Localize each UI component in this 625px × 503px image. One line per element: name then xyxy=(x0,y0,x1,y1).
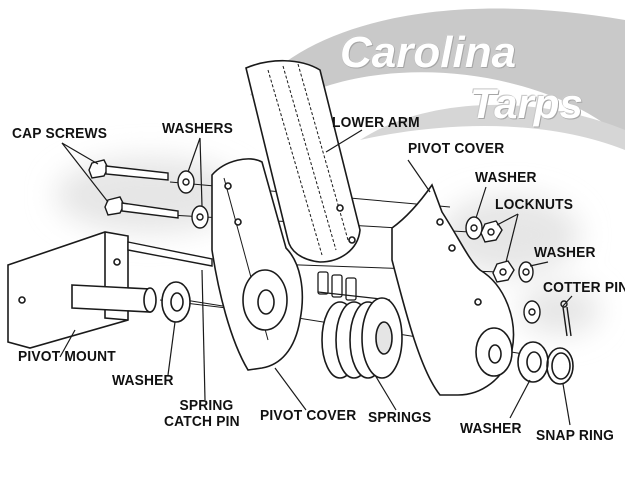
label-snap-ring: SNAP RING xyxy=(536,427,615,444)
snap-ring-part xyxy=(546,347,574,385)
lower-arm xyxy=(245,59,361,263)
label-pivot-cover-bottom: PIVOT COVER xyxy=(260,407,357,424)
label-pivot-cover-top: PIVOT COVER xyxy=(408,140,505,157)
logo-swoosh xyxy=(250,8,625,150)
logo-line-2: Tarps xyxy=(470,80,583,127)
label-lower-arm: LOWER ARM xyxy=(332,114,420,131)
logo-line-1: Carolina xyxy=(340,28,517,77)
cotter-pin-part xyxy=(560,300,572,337)
label-spring-catch-pin-line2: CATCH PIN xyxy=(164,413,240,430)
label-springs: SPRINGS xyxy=(368,409,432,426)
label-washer-left: WASHER xyxy=(112,372,174,389)
label-washer-right: WASHER xyxy=(534,244,596,261)
washer-bottom-part xyxy=(517,341,549,383)
springs-coil xyxy=(321,297,403,379)
pivot-cover-left xyxy=(211,158,304,371)
label-washers: WASHERS xyxy=(162,120,234,137)
pivot-mount xyxy=(7,231,157,349)
label-locknuts: LOCKNUTS xyxy=(495,196,574,213)
label-cotter-pin: COTTER PIN xyxy=(543,279,625,296)
locknuts-parts xyxy=(480,220,515,283)
washer-top-right xyxy=(465,216,483,240)
cap-screws xyxy=(88,159,213,267)
label-spring-catch-pin-line1: SPRING xyxy=(179,397,234,414)
washer-left xyxy=(161,281,191,323)
label-washer-top-right: WASHER xyxy=(475,169,537,186)
label-pivot-mount: PIVOT MOUNT xyxy=(18,348,116,365)
label-washer-bottom: WASHER xyxy=(460,420,522,437)
label-cap-screws: CAP SCREWS xyxy=(12,125,108,142)
leader-lines xyxy=(59,129,573,426)
label-spring-catch-pin: SPRING CATCH PIN xyxy=(164,398,240,430)
washer-right xyxy=(518,261,541,324)
spring-connectors xyxy=(317,271,391,301)
washers-top xyxy=(177,170,209,229)
pivot-cover-right xyxy=(391,183,515,396)
